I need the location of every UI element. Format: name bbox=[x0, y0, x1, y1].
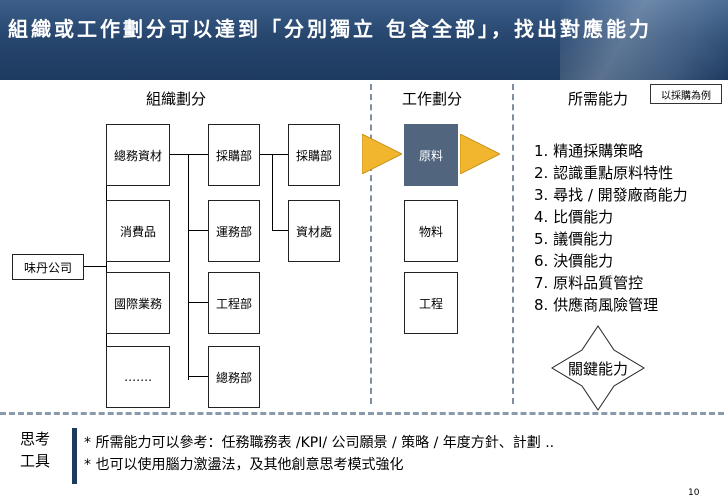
key-ability-badge bbox=[551, 325, 645, 411]
slide-title: 組織或工作劃分可以達到「分別獨立 包含全部」，找出對應能力 bbox=[8, 17, 652, 41]
key-ability-label: 關鍵能力 bbox=[567, 360, 628, 378]
connector-dept-4 bbox=[188, 376, 208, 377]
capability-item: 3. 尋找 / 開發廠商能力 bbox=[534, 186, 688, 204]
connector-section-2 bbox=[272, 230, 288, 231]
example-tag: 以採購為例 bbox=[650, 84, 722, 104]
notes-divider bbox=[0, 412, 724, 415]
connector-dept-2 bbox=[188, 230, 208, 231]
notes-bar bbox=[72, 428, 77, 484]
capability-item: 4. 比價能力 bbox=[534, 208, 614, 226]
capability-item: 7. 原料品質管控 bbox=[534, 274, 644, 292]
header-org: 組織劃分 bbox=[146, 90, 207, 108]
work-item-box: 物料 bbox=[404, 200, 458, 262]
separator-1 bbox=[370, 84, 372, 404]
capability-item: 1. 精通採購策略 bbox=[534, 142, 644, 160]
department-box: 總務部 bbox=[208, 346, 260, 408]
note-item: * 所需能力可以參考：任務職務表 /KPI/ 公司願景 / 策略 / 年度方針、… bbox=[84, 435, 555, 451]
banner-decoration bbox=[560, 0, 728, 80]
capability-item: 6. 決價能力 bbox=[534, 252, 614, 270]
connector-div-trunk bbox=[106, 154, 107, 380]
header-work: 工作劃分 bbox=[402, 90, 463, 108]
department-box: 運務部 bbox=[208, 200, 260, 262]
thinking-tools-label: 思考 工具 bbox=[20, 430, 51, 470]
capability-item: 8. 供應商風險管理 bbox=[534, 296, 659, 314]
division-box: 消費品 bbox=[106, 200, 170, 262]
division-box: 總務資材 bbox=[106, 124, 170, 186]
connector-dept-3 bbox=[188, 302, 208, 303]
work-item-box-highlighted: 原料 bbox=[404, 124, 458, 186]
capability-item: 2. 認識重點原料特性 bbox=[534, 164, 674, 182]
division-box: ……. bbox=[106, 346, 170, 408]
page-number: 10 bbox=[688, 488, 700, 498]
department-box: 採購部 bbox=[208, 124, 260, 186]
work-item-box: 工程 bbox=[404, 272, 458, 334]
section-box: 採購部 bbox=[288, 124, 340, 186]
company-box: 味丹公司 bbox=[12, 254, 84, 280]
separator-2 bbox=[512, 84, 514, 404]
arrow-to-ability bbox=[460, 134, 500, 174]
capability-list: 1. 精通採購策略 2. 認識重點原料特性 3. 尋找 / 開發廠商能力 4. … bbox=[534, 140, 688, 316]
capability-item: 5. 議價能力 bbox=[534, 230, 614, 248]
notes: * 所需能力可以參考：任務職務表 /KPI/ 公司願景 / 策略 / 年度方針、… bbox=[84, 432, 554, 476]
department-box: 工程部 bbox=[208, 272, 260, 334]
note-item: * 也可以使用腦力激盪法，及其他創意思考模式強化 bbox=[84, 457, 404, 473]
connector-dept-trunk bbox=[188, 154, 189, 380]
arrow-to-work bbox=[362, 134, 402, 174]
division-box: 國際業務 bbox=[106, 272, 170, 334]
connector-company bbox=[82, 266, 106, 267]
connector-dept-section bbox=[258, 154, 288, 155]
connector-section-trunk bbox=[272, 154, 273, 230]
header-ability: 所需能力 bbox=[568, 90, 629, 108]
section-box: 資材處 bbox=[288, 200, 340, 262]
title-banner: 組織或工作劃分可以達到「分別獨立 包含全部」，找出對應能力 bbox=[0, 0, 728, 80]
